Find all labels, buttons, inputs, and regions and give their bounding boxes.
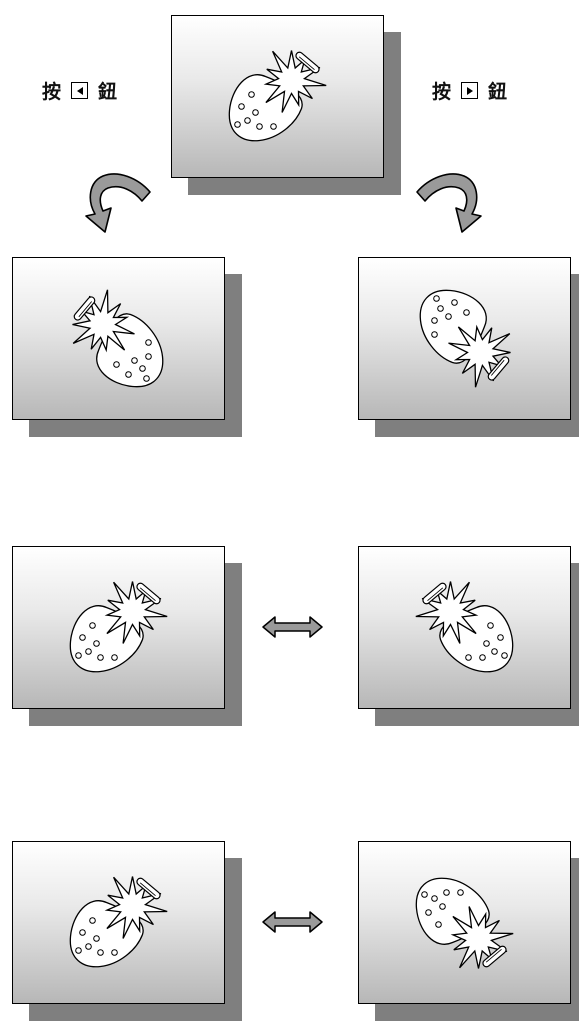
press-text: 按 [432, 81, 452, 103]
strawberry-seed [89, 917, 96, 924]
rotate-left-instruction: 按 鈕 [42, 77, 117, 104]
strawberry-stem [73, 296, 96, 321]
strawberry-seed [491, 648, 498, 655]
right-triangle-icon [461, 82, 479, 99]
strawberry-seed [131, 357, 138, 364]
strawberry-seed [75, 652, 82, 659]
strawberry-stem [482, 945, 507, 968]
strawberry-seed [139, 365, 146, 372]
strawberry-seed [97, 949, 104, 956]
strawberry-seed [431, 331, 438, 338]
strawberry-seed [97, 654, 104, 661]
strawberry-seed [93, 935, 100, 942]
left-triangle-icon [71, 82, 89, 99]
strawberry-seed [431, 317, 438, 324]
strawberry-seed [457, 889, 464, 896]
strawberry-icon [69, 876, 168, 968]
rotate-right-instruction: 按 鈕 [432, 77, 507, 104]
double-arrow-icon [262, 911, 323, 933]
strawberry-seed [433, 295, 440, 302]
strawberry-seed [93, 640, 100, 647]
strawberry-seed [85, 648, 92, 655]
strawberry-icon [228, 50, 327, 142]
strawberry-seed [79, 929, 86, 936]
strawberry-seed [439, 903, 446, 910]
strawberry-seed [248, 91, 255, 98]
strawberry-seed [111, 949, 118, 956]
strawberry-seed [252, 109, 259, 116]
strawberry-seed [465, 654, 472, 661]
strawberry-seed [79, 634, 86, 641]
strawberry-seed [111, 654, 118, 661]
strawberry-seed [445, 313, 452, 320]
strawberry-seed [443, 889, 450, 896]
strawberry-seed [145, 339, 152, 346]
double-arrow-icon [262, 616, 323, 638]
strawberry-seed [431, 895, 438, 902]
strawberry-icon [415, 877, 514, 969]
strawberry-icon [72, 289, 164, 388]
strawberry-seed [143, 375, 150, 382]
strawberry-seed [256, 123, 263, 130]
strawberry-seed [425, 909, 432, 916]
strawberry-seed [497, 634, 504, 641]
strawberry-seed [483, 640, 490, 647]
strawberry-stem [136, 582, 161, 605]
strawberry-icon [419, 289, 511, 388]
strawberry-seed [501, 652, 508, 659]
strawberry-seed [451, 299, 458, 306]
strawberry-seed [113, 361, 120, 368]
strawberry-seed [85, 943, 92, 950]
button-text: 鈕 [488, 81, 508, 103]
strawberry-seed [421, 891, 428, 898]
strawberry-seed [234, 121, 241, 128]
strawberry-seed [89, 622, 96, 629]
curved-arrow-left-icon [85, 173, 151, 233]
strawberry-stem [422, 582, 447, 605]
strawberry-seed [435, 921, 442, 928]
strawberry-seed [270, 123, 277, 130]
strawberry-seed [75, 947, 82, 954]
strawberry-seed [238, 103, 245, 110]
strawberry-seed [463, 309, 470, 316]
press-text: 按 [42, 81, 62, 103]
strawberry-seed [487, 622, 494, 629]
strawberry-stem [295, 51, 320, 74]
strawberry-seed [244, 117, 251, 124]
strawberry-icon [415, 581, 514, 673]
strawberry-stem [136, 877, 161, 900]
button-text: 鈕 [98, 81, 118, 103]
strawberry-seed [479, 654, 486, 661]
strawberry-seed [145, 353, 152, 360]
curved-arrow-right-icon [416, 173, 482, 233]
strawberry-icon [69, 581, 168, 673]
strawberry-seed [437, 305, 444, 312]
strawberry-stem [487, 356, 510, 381]
strawberry-seed [125, 371, 132, 378]
